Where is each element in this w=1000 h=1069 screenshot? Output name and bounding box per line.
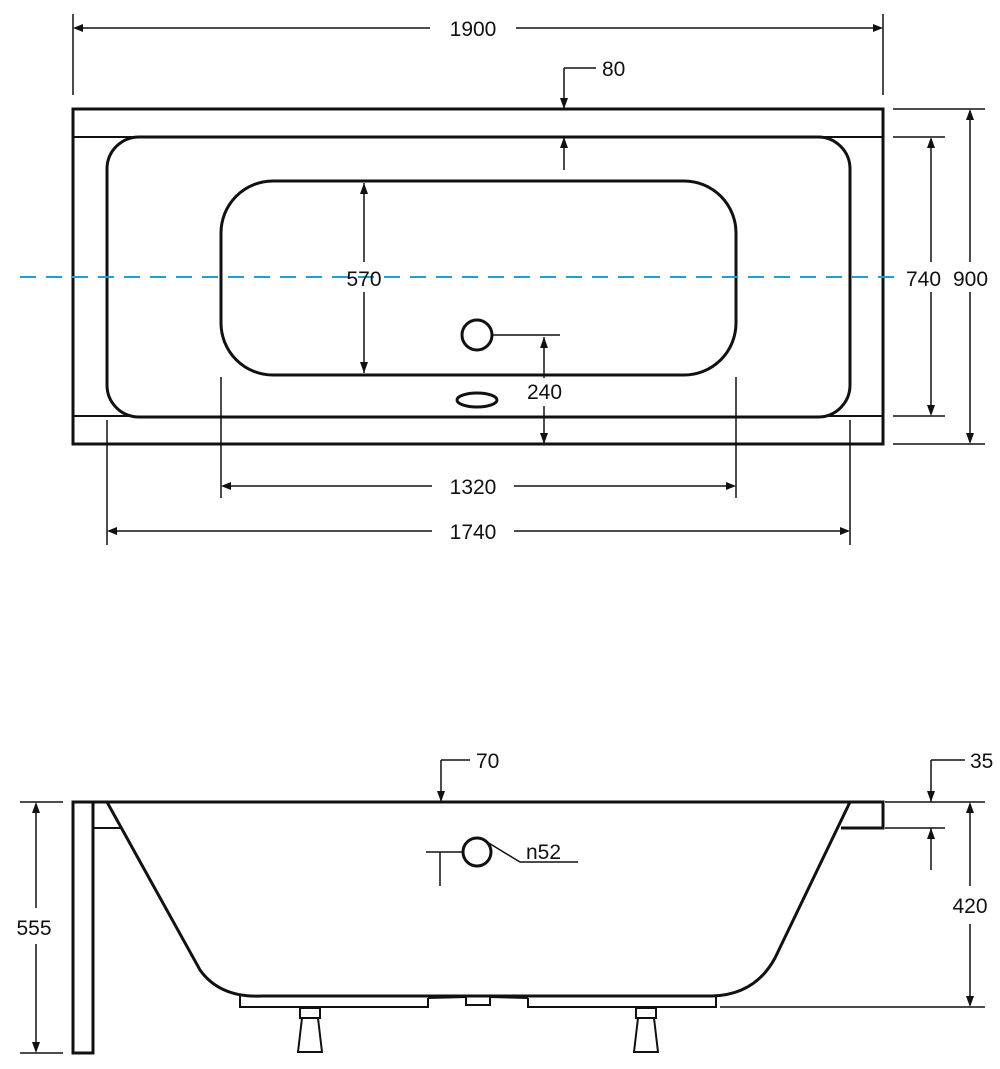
dim-overall-width (893, 108, 985, 445)
dim-inner-width: 570 (346, 183, 382, 373)
dim-lip-label: 35 (970, 750, 993, 773)
dim-basin-length-label: 1740 (450, 521, 497, 544)
dim-rim-label: 80 (602, 58, 625, 81)
dim-rim-height-label: 70 (476, 750, 499, 773)
drain-icon (455, 391, 499, 409)
dim-overall-length: 1900 (72, 14, 884, 95)
side-foot-left (296, 1007, 324, 1053)
side-tub-body (105, 801, 852, 998)
dim-drain-offset: 240 (527, 337, 562, 444)
dim-inner-depth-label: 420 (952, 895, 987, 918)
dim-inner-width-label: 570 (346, 268, 381, 291)
dim-inner-length-label: 1320 (450, 476, 497, 499)
dim-overall-length-label: 1900 (450, 18, 497, 41)
side-overflow-icon (461, 836, 493, 868)
dim-overall-width-label: 900 (953, 268, 988, 291)
side-view: n52 70 35 420 (16, 750, 993, 1055)
side-left-panel (71, 800, 95, 1055)
dim-drain-offset-label: 240 (527, 381, 562, 404)
dim-basin-length: 1740 (106, 420, 851, 545)
side-base-plate-right (527, 996, 717, 1008)
dim-rim-height: 70 (437, 750, 499, 802)
side-right-lip (841, 800, 885, 830)
top-view: 1900 80 570 240 (20, 14, 1000, 545)
dim-lip: 35 (885, 750, 993, 870)
side-base-plate-left (239, 996, 429, 1008)
side-foot-right (632, 1007, 660, 1053)
dim-overflow-diameter-label: n52 (526, 841, 561, 864)
dim-inner-length: 1320 (220, 377, 737, 499)
dim-inner-depth: 420 (720, 801, 988, 1008)
dim-rim: 80 (560, 58, 625, 170)
dim-basin-width-label: 740 (906, 268, 941, 291)
dim-basin-width (893, 136, 945, 417)
side-drain-outlet (427, 995, 529, 1006)
dim-total-height: 555 (16, 801, 63, 1054)
dim-total-height-label: 555 (16, 917, 51, 940)
